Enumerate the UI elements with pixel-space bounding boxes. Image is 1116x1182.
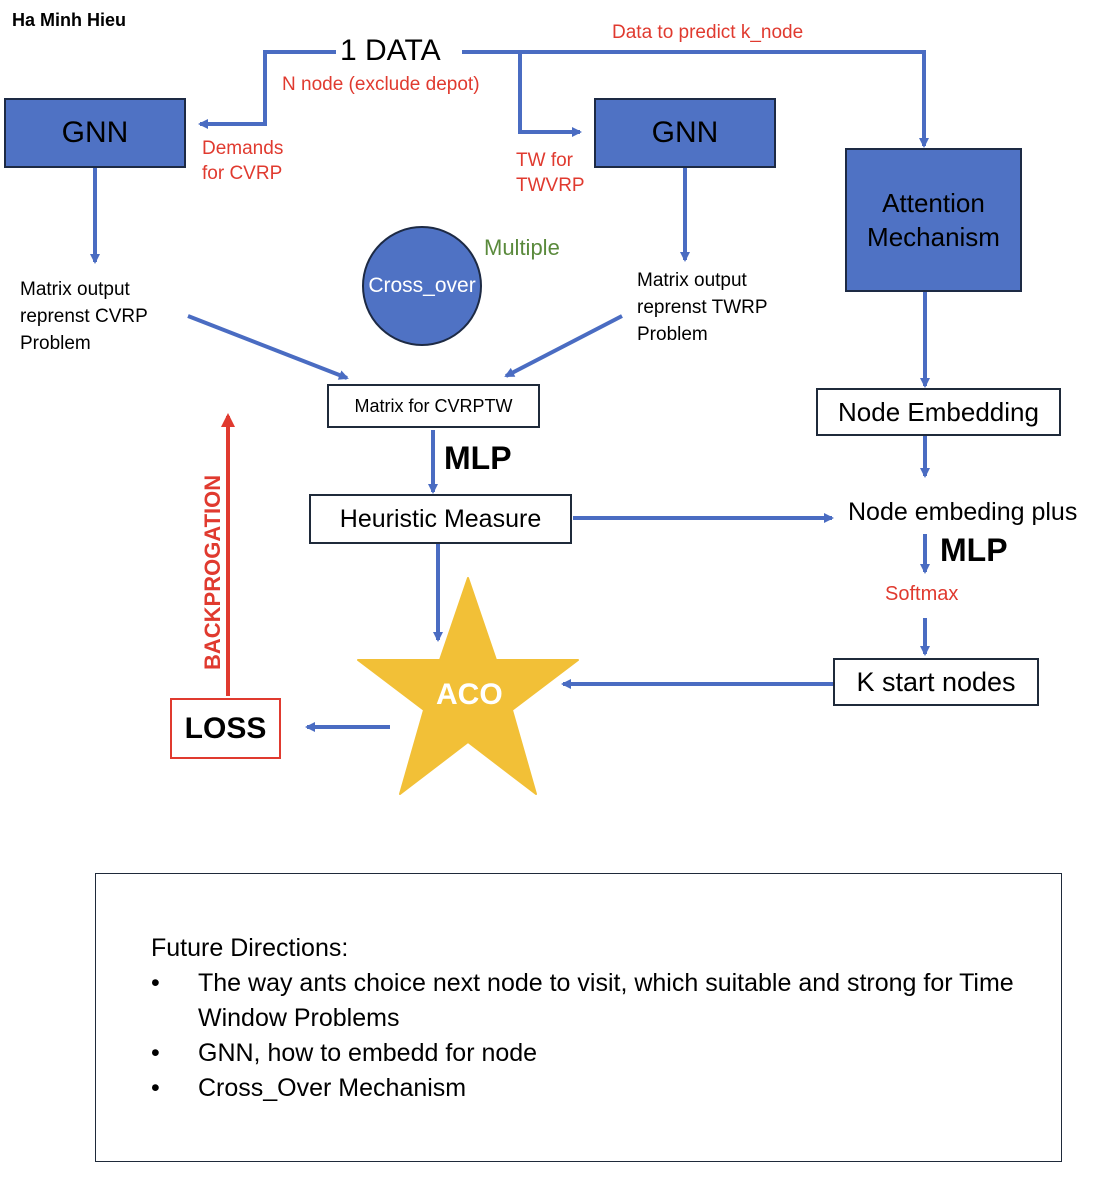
node-embedding-plus-label: Node embeding plus [848, 498, 1078, 526]
mlp-right-label: MLP [940, 532, 1008, 568]
matrix-cvrptw-box: Matrix for CVRPTW [327, 384, 540, 428]
future-item: • Cross_Over Mechanism [151, 1071, 1031, 1106]
future-item-text: GNN, how to embedd for node [198, 1039, 538, 1067]
aco-label: ACO [436, 678, 503, 711]
matrix-cvrptw-label: Matrix for CVRPTW [354, 395, 513, 416]
future-list: • The way ants choice next node to visit,… [151, 966, 1031, 1106]
matrix-cvrp-line-1: Matrix output [20, 279, 130, 300]
demands-line-2: for CVRP [202, 163, 283, 184]
loss-label: LOSS [184, 711, 267, 745]
demands-line-1: Demands [202, 138, 284, 159]
future-item: • The way ants choice next node to visit,… [151, 966, 1031, 1036]
bullet-icon: • [151, 1039, 160, 1067]
data-node-label: 1 DATA [338, 34, 443, 68]
arrow-data-to-gnn-right [518, 52, 582, 137]
heuristic-label: Heuristic Measure [339, 504, 542, 533]
demands-label: Demands for CVRP [202, 136, 283, 186]
tw-label: TW for TWVRP [516, 148, 585, 198]
multiple-label: Multiple [484, 235, 560, 260]
arrow-data-to-gnn-left [198, 50, 336, 129]
gnn-right-label: GNN [651, 116, 719, 149]
bullet-icon: • [151, 969, 160, 997]
gnn-right-box: GNN [594, 98, 776, 168]
aco-star [357, 577, 579, 795]
future-item: • GNN, how to embedd for node [151, 1036, 1031, 1071]
tw-line-2: TWVRP [516, 175, 585, 196]
matrix-twrp-line-1: Matrix output [637, 270, 747, 291]
cross-over-circle: Cross_over [362, 226, 482, 346]
matrix-cvrp-line-3: Problem [20, 333, 91, 354]
tw-line-1: TW for [516, 150, 573, 171]
k-start-box: K start nodes [833, 658, 1039, 706]
future-item-text: The way ants choice next node to visit, … [198, 969, 1014, 1032]
gnn-left-box: GNN [4, 98, 186, 168]
attention-line-2: Mechanism [867, 222, 1000, 252]
attention-line-1: Attention [882, 188, 985, 218]
cross-over-label: Cross_over [368, 274, 476, 297]
arrow-cvrp-to-cvrptw [187, 314, 349, 380]
gnn-left-label: GNN [61, 116, 129, 149]
k-start-label: K start nodes [856, 666, 1016, 697]
arrow-twrp-to-cvrptw [504, 314, 623, 378]
node-embedding-box: Node Embedding [816, 388, 1061, 436]
matrix-twrp-text: Matrix output reprenst TWRP Problem [637, 267, 768, 348]
author-name: Ha Minh Hieu [12, 10, 127, 30]
softmax-label: Softmax [885, 583, 959, 605]
backprop-label: BACKPROGATION [200, 474, 225, 670]
heuristic-box: Heuristic Measure [309, 494, 572, 544]
future-title: Future Directions: [151, 934, 349, 962]
matrix-cvrp-line-2: reprenst CVRP [20, 306, 148, 327]
matrix-twrp-line-2: reprenst TWRP [637, 297, 768, 318]
matrix-twrp-line-3: Problem [637, 324, 708, 345]
loss-box: LOSS [170, 698, 281, 759]
data-to-predict-label: Data to predict k_node [612, 22, 804, 43]
data-node-sublabel: N node (exclude depot) [282, 74, 480, 95]
attention-box: Attention Mechanism [845, 148, 1022, 292]
matrix-cvrp-text: Matrix output reprenst CVRP Problem [20, 276, 148, 357]
node-embedding-label: Node Embedding [838, 396, 1039, 427]
future-directions-box: Future Directions: • The way ants choice … [95, 873, 1062, 1162]
future-item-text: Cross_Over Mechanism [198, 1074, 467, 1102]
bullet-icon: • [151, 1074, 160, 1102]
mlp-left-label: MLP [444, 440, 512, 476]
arrow-data-to-attention [462, 50, 929, 148]
